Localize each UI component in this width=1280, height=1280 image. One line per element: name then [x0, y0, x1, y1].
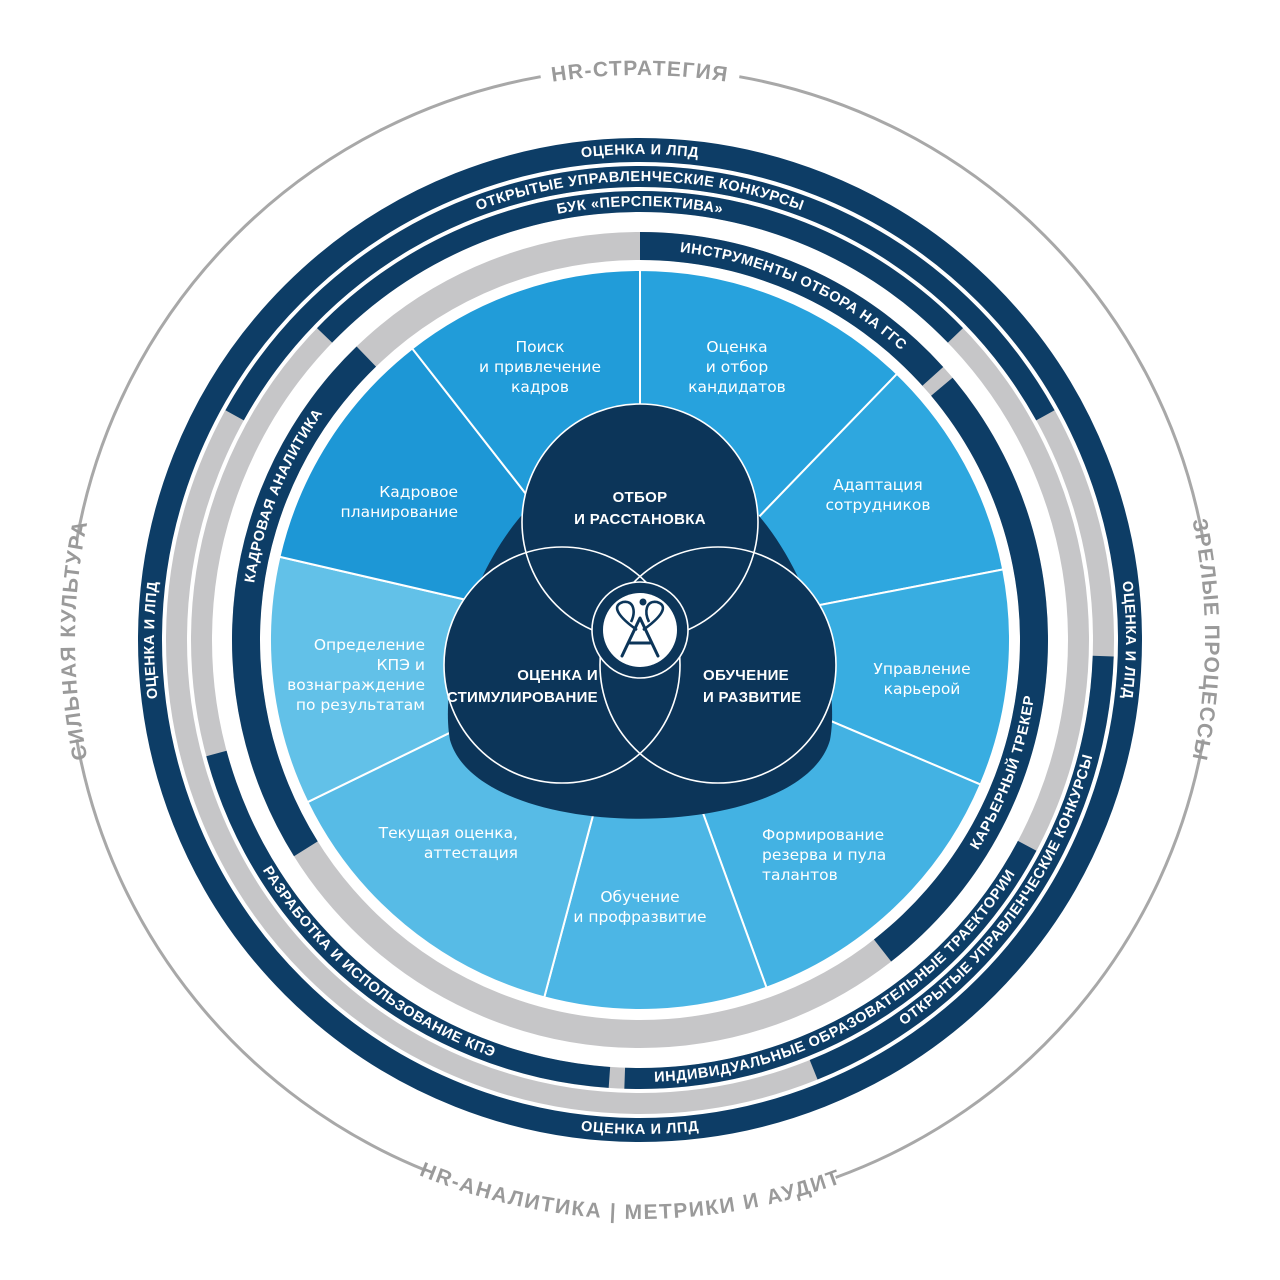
core-label-line: ОТБОР — [613, 489, 668, 506]
wedge-label-line: Кадровое — [379, 483, 458, 501]
logo-left-loop — [615, 600, 638, 632]
ring3-label-top: БУК «ПЕРСПЕКТИВА» — [555, 194, 724, 218]
ring4-left-segment — [231, 346, 377, 857]
wedge-label-2: Адаптация сотрудников — [826, 476, 931, 514]
core-label-line: ОБУЧЕНИЕ — [703, 667, 789, 684]
core-labels: ОТБОР И РАССТАНОВКА ОЦЕНКА И СТИМУЛИРОВАНИЕ… — [447, 489, 801, 706]
agency-logo-icon — [603, 593, 677, 667]
logo-right-loop — [642, 600, 665, 632]
logo-disc — [603, 593, 677, 667]
wedge-label-line: по результатам — [296, 696, 425, 714]
wedge-label-3: Управление карьерой — [873, 660, 970, 698]
outer-label-left: СИЛЬНАЯ КУЛЬТУРА — [56, 518, 92, 763]
wedge-label-line: карьерой — [884, 680, 961, 698]
ring4-top-right-segment — [640, 232, 944, 386]
ring3-top-segment — [317, 191, 963, 343]
ring1-label-bottom: ОЦЕНКА И ЛПД — [580, 1119, 700, 1138]
wedge-label-line: резерва и пула — [762, 846, 886, 864]
logo-dot — [639, 598, 647, 606]
wedge-label-line: кандидатов — [688, 378, 786, 396]
wedge-label-4: Формирование резерва и пула талантов — [762, 826, 886, 884]
wedge-label-8: Кадровое планирование — [341, 483, 458, 521]
core-circle-outline — [443, 546, 681, 784]
ring3-bottom-right-segment — [624, 840, 1037, 1089]
core-label-line: И РАССТАНОВКА — [574, 511, 706, 528]
core-label-top: ОТБОР И РАССТАНОВКА — [574, 489, 706, 528]
ring2-top-segment — [225, 166, 1055, 421]
logo-a-glyph — [620, 616, 660, 658]
wedge-label-line: Оценка — [706, 338, 767, 356]
outer-label-right: ЗРЕЛЫЕ ПРОЦЕССЫ — [1188, 516, 1224, 763]
ring4-right-segment — [873, 377, 1048, 962]
outer-label-bottom: HR-АНАЛИТИКА | МЕТРИКИ И АУДИТ — [417, 1158, 844, 1224]
wedge-label-line: вознаграждение — [287, 676, 425, 694]
wedge-label-line: и отбор — [706, 358, 768, 376]
wedge-label-line: Управление — [873, 660, 970, 678]
core-label-right: ОБУЧЕНИЕ И РАЗВИТИЕ — [703, 667, 801, 706]
ring1-label-right: ОЦЕНКА И ЛПД — [1119, 580, 1138, 700]
ring1-label-left: ОЦЕНКА И ЛПД — [142, 580, 161, 700]
core-label-left: ОЦЕНКА И СТИМУЛИРОВАНИЕ — [447, 667, 598, 706]
outer-circle-segment — [75, 75, 541, 541]
wedge-label-line: талантов — [762, 866, 838, 884]
outer-circle — [75, 75, 1205, 1179]
ring1-oценка-lpd — [138, 138, 1142, 1142]
wedge-label-line: аттестация — [424, 844, 518, 862]
wedge-label-line: Определение — [314, 636, 425, 654]
core-circle-outline — [599, 546, 837, 784]
wedge-label-line: и профразвитие — [573, 908, 706, 926]
wedge-label-line: Формирование — [762, 826, 884, 844]
wedge-label-6: Текущая оценка, аттестация — [378, 824, 518, 862]
wedge-label-line: Поиск — [515, 338, 564, 356]
core-label-line: СТИМУЛИРОВАНИЕ — [447, 689, 598, 706]
wedge-label-line: кадров — [511, 378, 569, 396]
wedge-label-line: планирование — [341, 503, 458, 521]
wedge-label-line: и привлечение — [479, 358, 601, 376]
wedge-label-1: Оценка и отбор кандидатов — [688, 338, 786, 396]
outer-circle-segment — [835, 739, 1205, 1179]
outer-label-top: HR-СТРАТЕГИЯ — [550, 56, 731, 86]
ring2-bottom-right-segment — [809, 655, 1114, 1080]
ring3-left-segment — [206, 750, 611, 1088]
wedge-label-line: Адаптация — [833, 476, 922, 494]
outer-circle-segment — [75, 739, 427, 1172]
wedge-label-line: КПЭ и — [377, 656, 425, 674]
core-label-line: ОЦЕНКА И — [517, 667, 598, 684]
wedge-label-line: сотрудников — [826, 496, 931, 514]
wedge-label-line: Текущая оценка, — [378, 824, 518, 842]
wedge-label-line: Обучение — [600, 888, 679, 906]
wedge-label-5: Обучение и профразвитие — [573, 888, 706, 926]
wedge-label-9: Поиск и привлечение кадров — [479, 338, 601, 396]
ring1-label-top: ОЦЕНКА И ЛПД — [580, 142, 700, 161]
outer-circle-segment — [739, 75, 1205, 541]
core-label-line: И РАЗВИТИЕ — [703, 689, 801, 706]
